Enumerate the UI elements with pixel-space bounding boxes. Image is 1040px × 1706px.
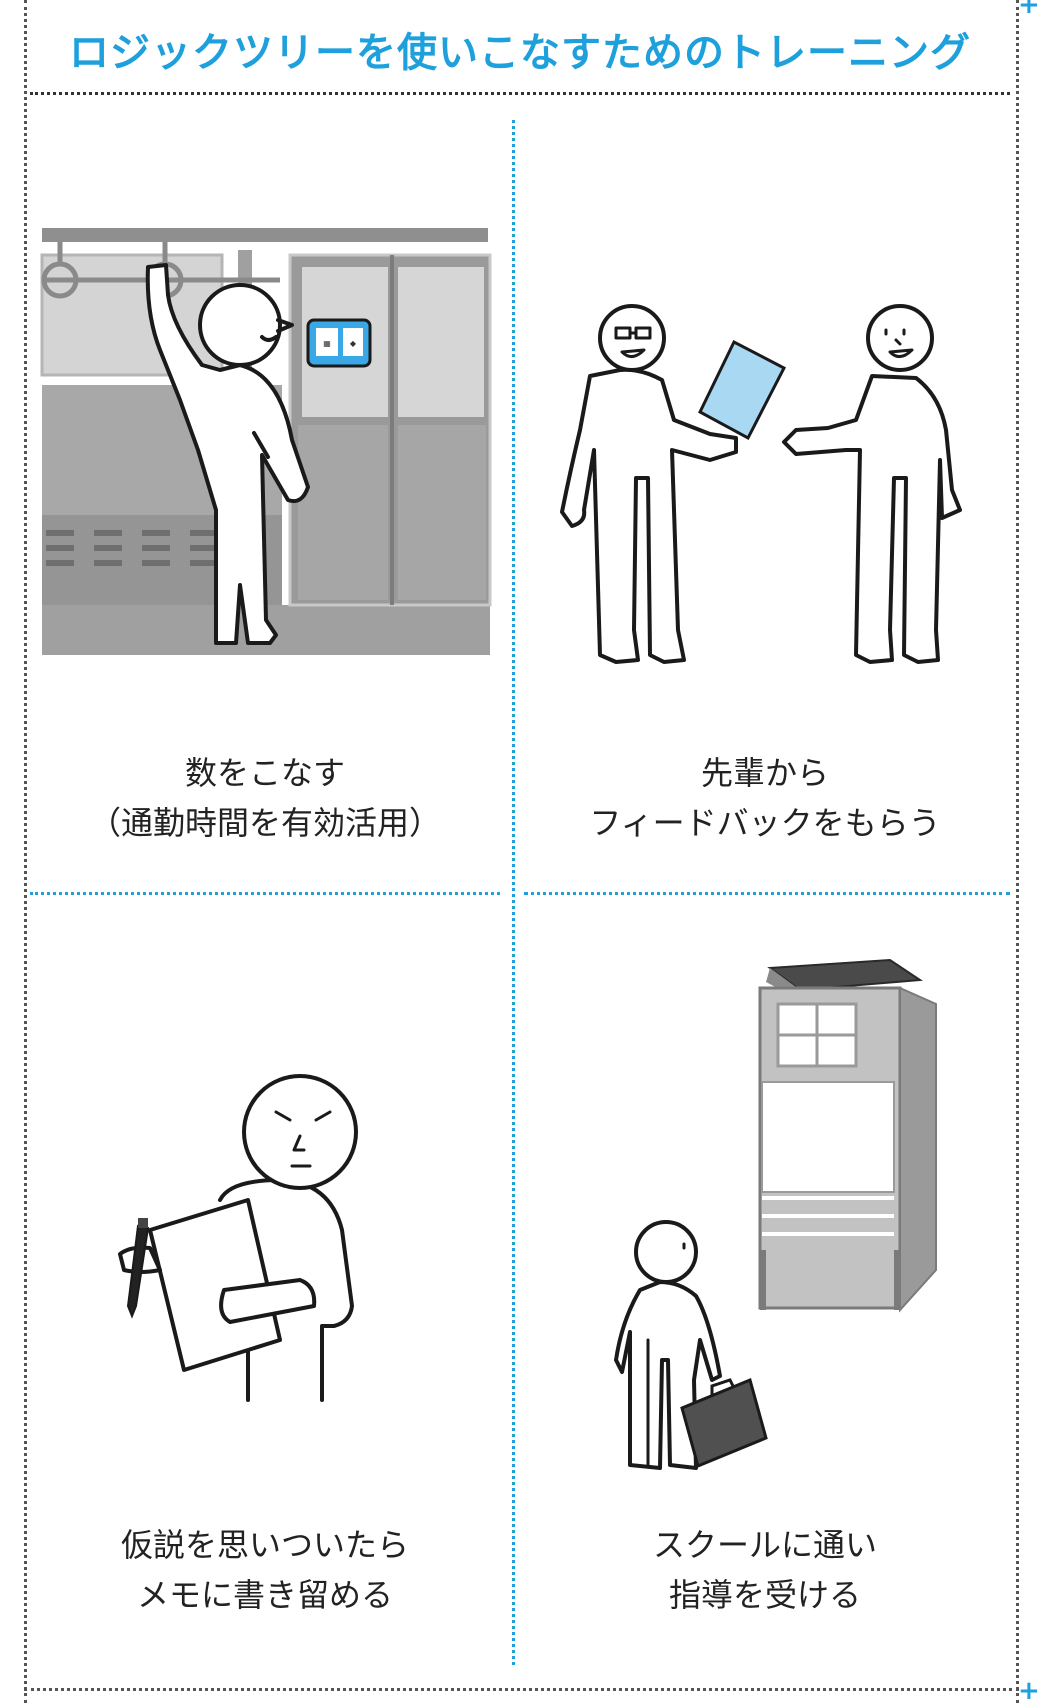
caption-line-2: メモに書き留める: [136, 1576, 393, 1614]
frame-border-left: [24, 0, 27, 1703]
pen-icon: [126, 1218, 150, 1319]
caption-feedback: 先輩から フィードバックをもらう: [530, 748, 1000, 848]
caption-line-1: スクールに通い: [652, 1526, 877, 1564]
frame-border-right: [1016, 0, 1019, 1703]
caption-commute: 数をこなす （通勤時間を有効活用）: [40, 748, 490, 848]
vertical-divider: [512, 120, 515, 1665]
caption-memo: 仮説を思いついたら メモに書き留める: [40, 1520, 490, 1620]
memo-pad: [148, 1198, 282, 1372]
horizontal-divider-left: [30, 892, 500, 895]
briefcase-icon: [680, 1377, 768, 1469]
svg-text:▦: ▦: [323, 339, 331, 348]
caption-line-1: 仮説を思いついたら: [120, 1526, 409, 1564]
senior-figure: [560, 304, 738, 664]
corner-mark-top-right: +: [1018, 0, 1040, 20]
school-building: [758, 958, 937, 1313]
frame-border-bottom: [24, 1688, 1019, 1691]
caption-school: スクールに通い 指導を受ける: [530, 1520, 1000, 1620]
memo-scene: [118, 1074, 358, 1402]
caption-line-1: 先輩から: [700, 754, 829, 792]
train-ad-poster: ▦ ◆: [306, 318, 372, 368]
caption-line-1: 数をこなす: [184, 754, 345, 792]
junior-figure: [782, 304, 962, 664]
caption-line-2: （通勤時間を有効活用）: [88, 804, 441, 842]
caption-line-2: 指導を受ける: [668, 1576, 861, 1614]
page-title: ロジックツリーを使いこなすためのトレーニング: [69, 30, 971, 76]
caption-line-2: フィードバックをもらう: [589, 804, 941, 842]
corner-mark-bottom-right: +: [1018, 1676, 1040, 1706]
svg-text:◆: ◆: [350, 339, 357, 348]
train-interior: ▦ ◆: [40, 225, 492, 655]
document-sheet: [698, 339, 787, 441]
school-scene: [614, 958, 937, 1470]
feedback-scene: [560, 304, 962, 664]
commuter-figure: [145, 263, 310, 645]
title-underline: [30, 92, 1010, 95]
horizontal-divider-right: [524, 892, 1010, 895]
